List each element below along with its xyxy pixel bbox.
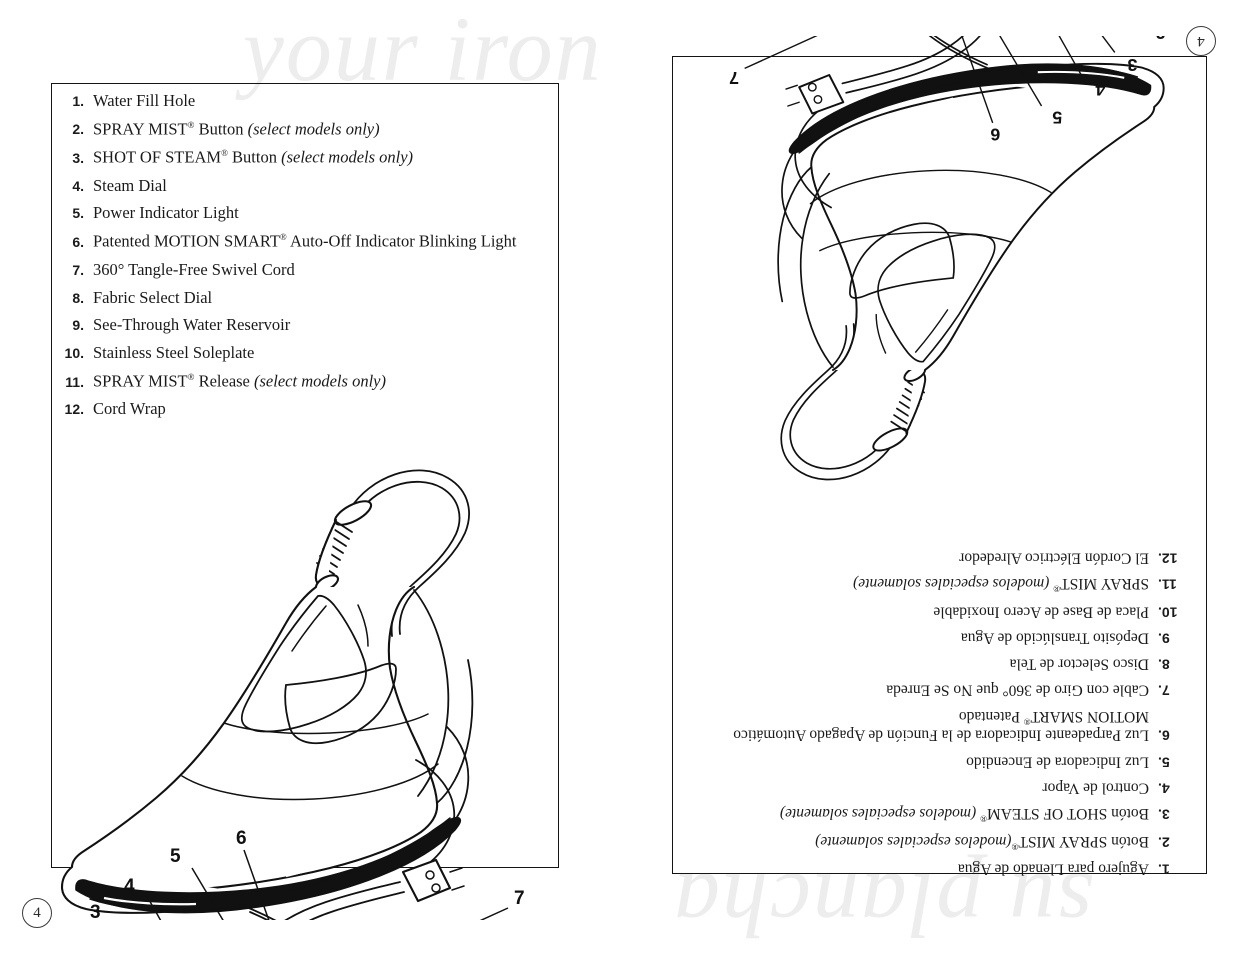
document.right_page.features-label: Control de Vapor — [1042, 779, 1149, 797]
list-item: 3. SHOT OF STEAM® Button (select models o… — [52, 148, 552, 167]
list-item: 6. Patented MOTION SMART® Auto-Off Indica… — [52, 232, 552, 251]
list-item: 4. Control de Vapor — [680, 779, 1190, 797]
list-item: 1. Agujero para Llenado de Agua — [680, 860, 1190, 878]
page-number-left: 4 — [22, 898, 52, 928]
list-item: 10. Placa de Base de Acero Inoxidable — [680, 602, 1190, 620]
document.right_page.features-number: 5. — [1158, 753, 1170, 770]
document.right_page.features-label: Cable con Giro de 360° que No Se Enreda — [886, 681, 1149, 699]
iron-body-group: Linen Cotton Wool Silk Synthetic self cl… — [60, 469, 474, 920]
callout-5-es: 5 — [1052, 108, 1062, 128]
document.right_page.features-number: 10. — [1158, 603, 1178, 620]
list-item: 7. Cable con Giro de 360° que No Se Enred… — [680, 681, 1190, 699]
document.left_page.features-label: SPRAY MIST® Button (select models only) — [93, 119, 380, 139]
document.left_page.features-label: SHOT OF STEAM® Button (select models onl… — [93, 147, 414, 167]
right-page-border — [672, 56, 1207, 874]
document.right_page.features-label: Placa de Base de Acero Inoxidable — [933, 602, 1149, 620]
document.left_page.features-number: 8. — [72, 289, 84, 306]
cord-strain-relief-mirror — [872, 365, 927, 452]
power-plug — [401, 858, 465, 903]
document.right_page.features-number: 6. — [1158, 727, 1170, 744]
list-item: 2. SPRAY MIST® Button (select models only… — [52, 120, 552, 139]
document.right_page.features-label: SPRAY MIST® (modelos especiales solament… — [853, 575, 1149, 594]
cord-strain-relief — [314, 500, 373, 592]
list-item: 8. Disco Selector de Tela — [680, 655, 1190, 673]
callout-4: 4 — [124, 876, 135, 897]
document.left_page.features-label: 360° Tangle-Free Swivel Cord — [93, 259, 295, 279]
document.left_page.features-label: See-Through Water Reservoir — [93, 315, 291, 335]
document.left_page.features-number: 11. — [65, 373, 84, 390]
callout-5: 5 — [170, 846, 181, 867]
list-item: 5. Power Indicator Light — [52, 203, 552, 223]
document.left_page.features-number: 1. — [72, 93, 84, 109]
document.left_page.features-number: 2. — [72, 121, 84, 138]
document.right_page.features-label: Disco Selector de Tela — [1009, 655, 1149, 673]
document.left_page.features-number: 3. — [72, 149, 84, 166]
document.right_page.features-label: El Cordón Eléctrico Alrededor — [959, 549, 1149, 567]
document.right_page.features-number: 11. — [1158, 576, 1177, 593]
list-item: 12. El Cordón Eléctrico Alrededor — [680, 549, 1190, 567]
list-item: 8. Fabric Select Dial — [52, 287, 552, 307]
callout-4-es: 4 — [1095, 79, 1105, 99]
document.right_page.features-label: Luz Indicadora de Encendido — [966, 752, 1149, 770]
list-item: 11. SPRAY MIST® (modelos especiales solam… — [680, 575, 1190, 594]
list-item: 9. Depósito Translúcido de Agua — [680, 629, 1190, 647]
callout-3-es: 3 — [1127, 55, 1137, 75]
document.right_page.features-label: Luz Parpadeante Indicadora de la Función… — [733, 707, 1149, 744]
document.right_page.features-number: 1. — [1158, 861, 1170, 878]
document.left_page.features-label: SPRAY MIST® Release (select models only) — [93, 371, 386, 391]
document.left_page.features-label: Patented MOTION SMART® Auto-Off Indicato… — [93, 231, 517, 251]
list-item: 9. See-Through Water Reservoir — [52, 315, 552, 335]
iron-illustration-english: Linen Cotton Wool Silk Synthetic self cl… — [18, 420, 563, 920]
document.right_page.features-label: Botón SHOT OF STEAM® (modelos especiales… — [779, 805, 1149, 824]
document.left_page.features-number: 6. — [72, 233, 84, 250]
document.right_page.features-label: Botón SPRAY MIST®(modelos especiales sol… — [815, 832, 1149, 852]
document.left_page.features-label: Cord Wrap — [93, 399, 166, 419]
document.left_page.features-number: 10. — [64, 345, 84, 362]
document.left_page.features-label: Fabric Select Dial — [93, 287, 213, 307]
document.right_page.features-number: 4. — [1158, 780, 1170, 797]
list-item: 1. Water Fill Hole — [52, 91, 552, 110]
document.right_page.features-label: Agujero para Llenado de Agua — [957, 860, 1149, 878]
feature-list-spanish: 1. Agujero para Llenado de Agua 2. Botón SP… — [680, 540, 1190, 877]
list-item: 6. Luz Parpadeante Indicadora de la Funci… — [680, 707, 1190, 744]
callout-6-es: 6 — [990, 125, 1000, 145]
document.right_page.features-number: 3. — [1158, 806, 1170, 823]
callout-7: 7 — [514, 888, 525, 909]
document.right_page.features-number: 9. — [1158, 630, 1170, 647]
callout-group: 1 2 3 4 5 6 7 8 9 10 — [90, 828, 525, 920]
list-item: 11. SPRAY MIST® Release (select models on… — [52, 372, 552, 391]
list-item: 2. Botón SPRAY MIST®(modelos especiales s… — [680, 832, 1190, 851]
document.right_page.features-number: 7. — [1158, 682, 1170, 699]
list-item: 10. Stainless Steel Soleplate — [52, 343, 552, 363]
document.left_page.features-label: Water Fill Hole — [93, 91, 196, 110]
document.right_page.features-label: Depósito Translúcido de Agua — [960, 629, 1149, 647]
iron-body-group-mirror: Linen Cotton Wool Silk Synthetic self cl… — [777, 36, 1165, 481]
callout-2-es: 2 — [1156, 36, 1166, 43]
document.right_page.features-number: 8. — [1158, 656, 1170, 673]
callout-7-es: 7 — [729, 68, 739, 88]
list-item: 5. Luz Indicadora de Encendido — [680, 752, 1190, 770]
list-item: 12. Cord Wrap — [52, 399, 552, 419]
power-plug-mirror — [785, 74, 845, 115]
document.left_page.features-label: Power Indicator Light — [93, 203, 239, 223]
list-item: 3. Botón SHOT OF STEAM® (modelos especial… — [680, 805, 1190, 824]
document.left_page.features-number: 7. — [72, 261, 84, 278]
list-item: 4. Steam Dial — [52, 175, 552, 195]
document.left_page.features-number: 12. — [64, 401, 84, 418]
document.left_page.features-number: 4. — [72, 177, 84, 194]
document.left_page.features-number: 5. — [72, 205, 84, 222]
document.right_page.features-number: 2. — [1158, 833, 1170, 850]
document.right_page.features-number: 12. — [1158, 550, 1178, 567]
document.left_page.features-label: Steam Dial — [93, 175, 167, 195]
callout-3: 3 — [90, 902, 101, 920]
document.left_page.features-label: Stainless Steel Soleplate — [93, 343, 255, 363]
callout-6: 6 — [236, 828, 247, 849]
document.left_page.features-number: 9. — [72, 317, 84, 334]
list-item: 7. 360° Tangle-Free Swivel Cord — [52, 259, 552, 279]
feature-list-english: 1. Water Fill Hole 2. SPRAY MIST® Button (s… — [52, 91, 552, 428]
callout-group-mirror: 1 2 3 4 5 6 7 8 9 10 11 — [729, 36, 1166, 145]
iron-illustration-spanish: Linen Cotton Wool Silk Synthetic self cl… — [693, 36, 1205, 548]
